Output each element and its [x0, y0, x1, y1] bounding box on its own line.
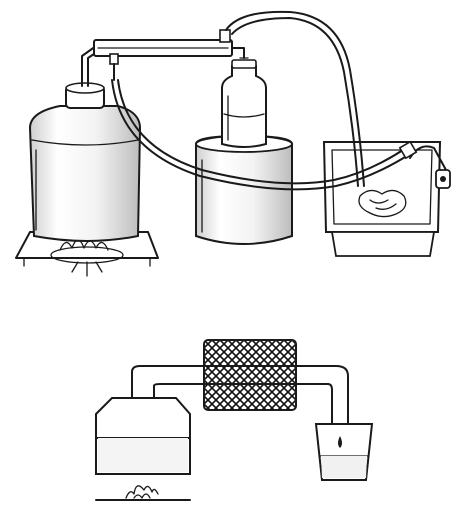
boiling-vessel-bottom	[95, 397, 191, 475]
receiving-glass	[314, 423, 374, 481]
flame	[95, 485, 191, 501]
collection-jar	[221, 59, 267, 148]
bottom-figure	[95, 339, 374, 501]
top-figure	[15, 10, 451, 277]
sink	[322, 141, 442, 257]
boiling-vessel	[28, 45, 142, 242]
burner	[15, 231, 159, 277]
condenser-tube	[93, 29, 249, 81]
faucet	[409, 145, 451, 189]
cooling-water-hose	[111, 10, 418, 191]
distillation-pipe	[131, 365, 349, 431]
cooling-mesh	[203, 339, 297, 411]
jar-stand	[195, 134, 293, 245]
drip	[338, 436, 342, 448]
